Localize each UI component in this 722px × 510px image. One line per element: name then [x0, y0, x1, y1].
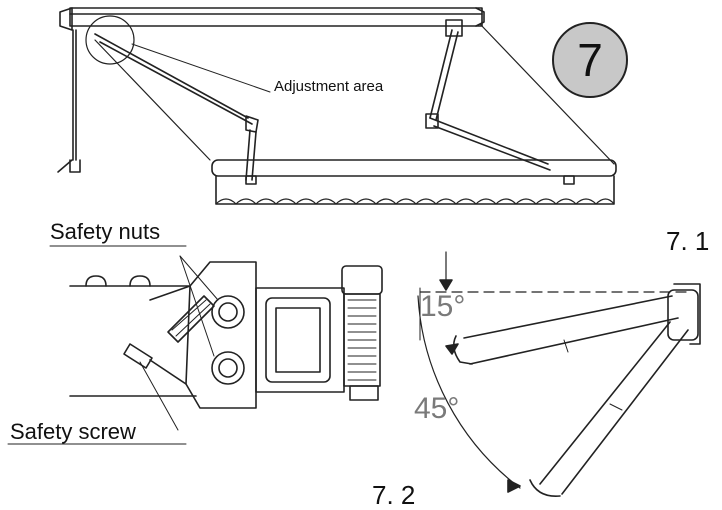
- angle-15-label: 15°: [420, 290, 466, 323]
- angle-detail: [417, 251, 701, 497]
- figure-7-1-label: 7. 1: [666, 226, 710, 256]
- safety-nuts-label: Safety nuts: [50, 219, 161, 244]
- safety-screw-label: Safety screw: [10, 419, 136, 444]
- awning-overview: [57, 7, 617, 205]
- figure-7-2-label: 7. 2: [372, 480, 416, 510]
- angle-45-label: 45°: [414, 392, 460, 425]
- step-number: 7: [577, 34, 603, 86]
- step-badge: 7: [552, 22, 628, 98]
- bracket-detail: [7, 245, 383, 445]
- adjustment-area-label: Adjustment area: [274, 78, 384, 95]
